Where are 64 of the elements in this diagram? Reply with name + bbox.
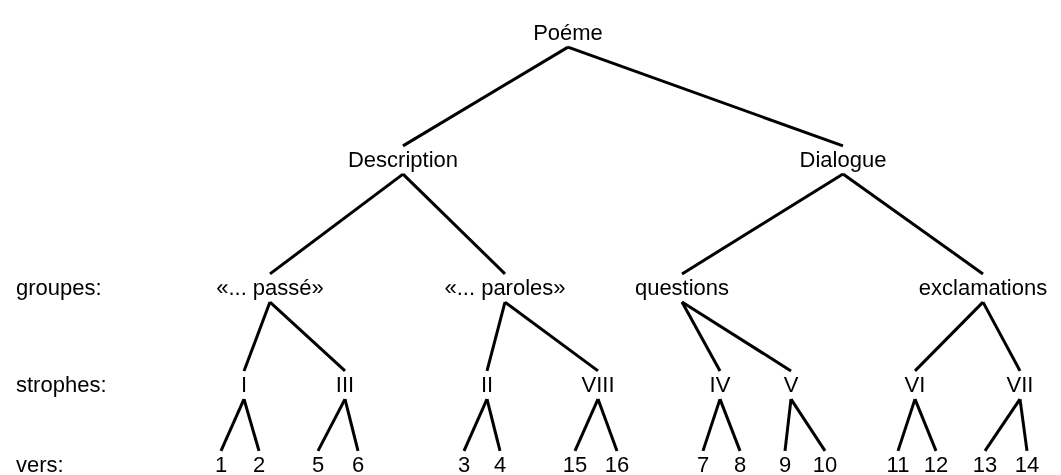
- level-label: vers:: [16, 452, 64, 475]
- tree-branch-line: [842, 172, 984, 276]
- tree-branch-line: [896, 398, 917, 452]
- tree-node-label: IV: [708, 372, 732, 398]
- tree-node-label: 8: [732, 452, 748, 475]
- tree-node-label: 16: [603, 452, 631, 475]
- tree-branch-line: [573, 398, 600, 452]
- tree-node-label: 7: [695, 452, 711, 475]
- tree-node-label: 13: [971, 452, 999, 475]
- tree-branch-line: [242, 398, 261, 452]
- tree-branch-line: [269, 172, 404, 276]
- tree-branch-line: [504, 300, 599, 373]
- tree-node-label: 5: [310, 452, 326, 475]
- tree-node-label: «... paroles»: [443, 275, 567, 301]
- tree-node-label: III: [334, 372, 356, 398]
- tree-branch-line: [485, 398, 502, 452]
- tree-node-label: 11: [885, 452, 911, 475]
- tree-branch-line: [596, 398, 619, 452]
- tree-node-label: 12: [922, 452, 950, 475]
- tree-node-label: 1: [213, 452, 229, 475]
- tree-node-label: Poéme: [532, 20, 604, 46]
- level-label: strophes:: [16, 372, 107, 398]
- tree-branch-line: [316, 398, 347, 452]
- tree-branch-line: [789, 398, 827, 452]
- tree-branch-line: [219, 398, 246, 452]
- tree-node-label: I: [239, 372, 249, 398]
- tree-branch-line: [783, 398, 793, 452]
- tree-branch-line: [269, 301, 346, 372]
- tree-node-label: questions: [633, 275, 731, 301]
- tree-node-label: 10: [811, 452, 839, 475]
- tree-branch-line: [913, 301, 985, 372]
- level-label: groupes:: [16, 275, 102, 301]
- tree-branch-line: [681, 300, 792, 373]
- tree-node-label: 15: [561, 452, 589, 475]
- tree-branch-line: [485, 301, 507, 372]
- tree-branch-line: [680, 301, 722, 372]
- tree-branch-line: [242, 301, 272, 372]
- tree-node-label: 4: [492, 452, 508, 475]
- tree-branch-line: [701, 398, 722, 452]
- tree-node-label: 14: [1013, 452, 1041, 475]
- tree-node-label: 6: [350, 452, 366, 475]
- tree-branch-line: [402, 45, 569, 148]
- tree-branch-line: [462, 398, 489, 452]
- tree-node-label: VI: [903, 372, 927, 398]
- tree-node-label: 9: [777, 452, 793, 475]
- tree-branch-line: [1018, 398, 1029, 452]
- tree-node-label: Dialogue: [798, 147, 888, 173]
- tree-node-label: 3: [456, 452, 472, 475]
- tree-node-label: VIII: [580, 372, 616, 398]
- tree-node-label: V: [782, 372, 800, 398]
- tree-branch-line: [718, 398, 742, 452]
- tree-node-label: «... passé»: [215, 275, 325, 301]
- tree-branch-line: [343, 398, 360, 452]
- tree-node-label: Description: [347, 147, 459, 173]
- tree-node-label: VII: [1005, 372, 1035, 398]
- tree-node-label: II: [479, 372, 495, 398]
- tree-node-label: exclamations: [917, 275, 1049, 301]
- tree-branch-line: [981, 301, 1022, 372]
- tree-branch-line: [567, 45, 844, 148]
- tree-branch-line: [983, 398, 1022, 452]
- tree-branch-line: [681, 172, 844, 276]
- tree-node-label: 2: [251, 452, 267, 475]
- tree-branch-line: [401, 173, 507, 275]
- tree-branch-line: [913, 398, 938, 452]
